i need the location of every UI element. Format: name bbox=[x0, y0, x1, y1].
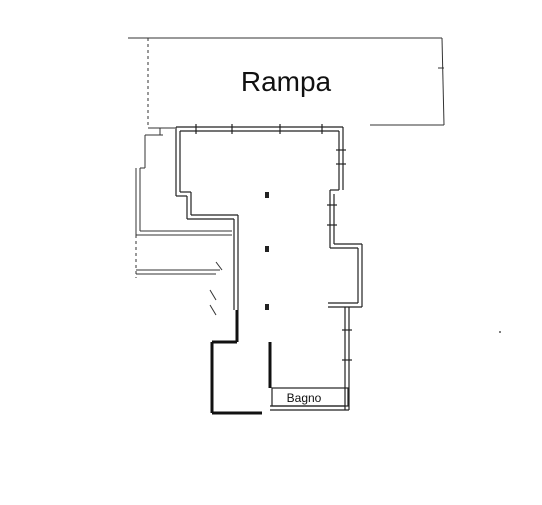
bathroom-room bbox=[271, 387, 349, 407]
outer-walls bbox=[175, 126, 363, 411]
ramp-area bbox=[128, 37, 445, 129]
window-marks bbox=[195, 124, 352, 361]
stray-dot bbox=[499, 331, 501, 333]
bathroom-label: Bagno bbox=[287, 391, 322, 405]
thick-walls bbox=[210, 310, 272, 415]
pillar bbox=[265, 246, 269, 252]
left-annex bbox=[135, 128, 232, 316]
pillar bbox=[265, 304, 269, 310]
pillar bbox=[265, 192, 269, 198]
ramp-label: Rampa bbox=[241, 66, 332, 97]
pillars bbox=[265, 192, 269, 310]
